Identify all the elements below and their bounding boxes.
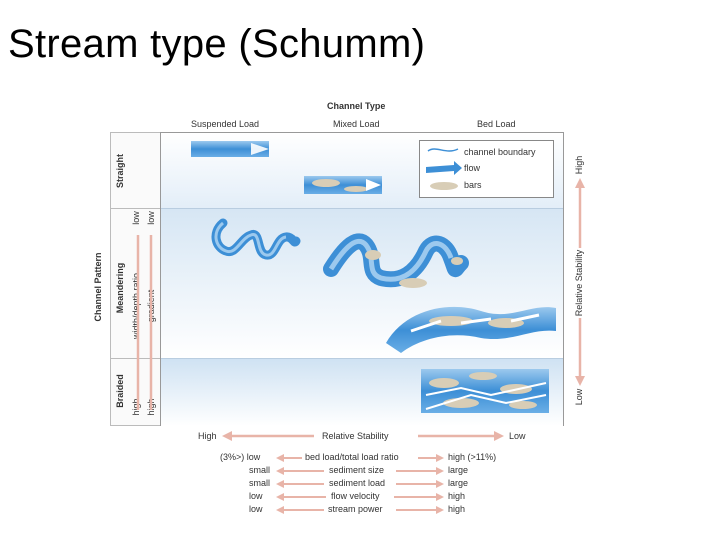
slide-title: Stream type (Schumm) xyxy=(8,22,426,66)
table-arrows xyxy=(276,454,444,514)
table-row-1-left: (3%>) low xyxy=(220,452,261,462)
meander-mixed-channel xyxy=(323,233,469,288)
row-meandering-label: Meandering xyxy=(115,262,125,314)
column-mixed-load: Mixed Load xyxy=(333,119,380,129)
table-row-3-center: sediment load xyxy=(329,478,386,488)
table-row-4-right: high xyxy=(448,491,466,501)
legend-flow: flow xyxy=(464,163,481,173)
right-axis-high: High xyxy=(574,155,584,175)
row-braided-label: Braided xyxy=(115,374,125,408)
table-row-1-center: bed load/total load ratio xyxy=(305,452,399,462)
table-row-1-right: high (>11%) xyxy=(448,452,497,462)
channel-type-heading: Channel Type xyxy=(327,101,386,111)
table-row-5-left: low xyxy=(249,504,263,514)
bottom-arrows xyxy=(222,431,504,441)
table-row-5-center: stream power xyxy=(328,504,383,514)
table-row-4-left: low xyxy=(249,491,263,501)
braided-channel xyxy=(421,369,549,413)
bottom-axis-low: Low xyxy=(509,431,526,441)
meander-suspended-channel xyxy=(211,218,301,260)
legend: channel boundary flow bars xyxy=(419,140,554,198)
table-row-5-right: high xyxy=(448,504,466,514)
column-bed-load: Bed Load xyxy=(477,119,516,129)
channel-pattern-label: Channel Pattern xyxy=(93,252,103,322)
bottom-axis-high: High xyxy=(198,431,217,441)
legend-symbols xyxy=(426,148,462,190)
table-row-4-center: flow velocity xyxy=(331,491,380,501)
meander-bed-channel xyxy=(386,306,556,353)
straight-mixed-channel xyxy=(304,176,382,194)
table-row-2-right: large xyxy=(448,465,469,475)
column-suspended-load: Suspended Load xyxy=(191,119,260,129)
table-row-2-left: small xyxy=(249,465,271,475)
row-label-column xyxy=(110,132,161,426)
legend-bars: bars xyxy=(464,180,482,190)
table-row-3-right: large xyxy=(448,478,469,488)
channel-illustrations xyxy=(191,141,556,413)
legend-channel-boundary: channel boundary xyxy=(464,147,536,157)
table-row-2-center: sediment size xyxy=(329,465,385,475)
left-arrows xyxy=(134,235,153,410)
right-arrow xyxy=(575,178,585,386)
table-row-3-left: small xyxy=(249,478,271,488)
straight-suspended-channel xyxy=(191,141,269,157)
row-straight-label: Straight xyxy=(115,154,125,189)
bottom-axis-label: Relative Stability xyxy=(322,431,389,441)
